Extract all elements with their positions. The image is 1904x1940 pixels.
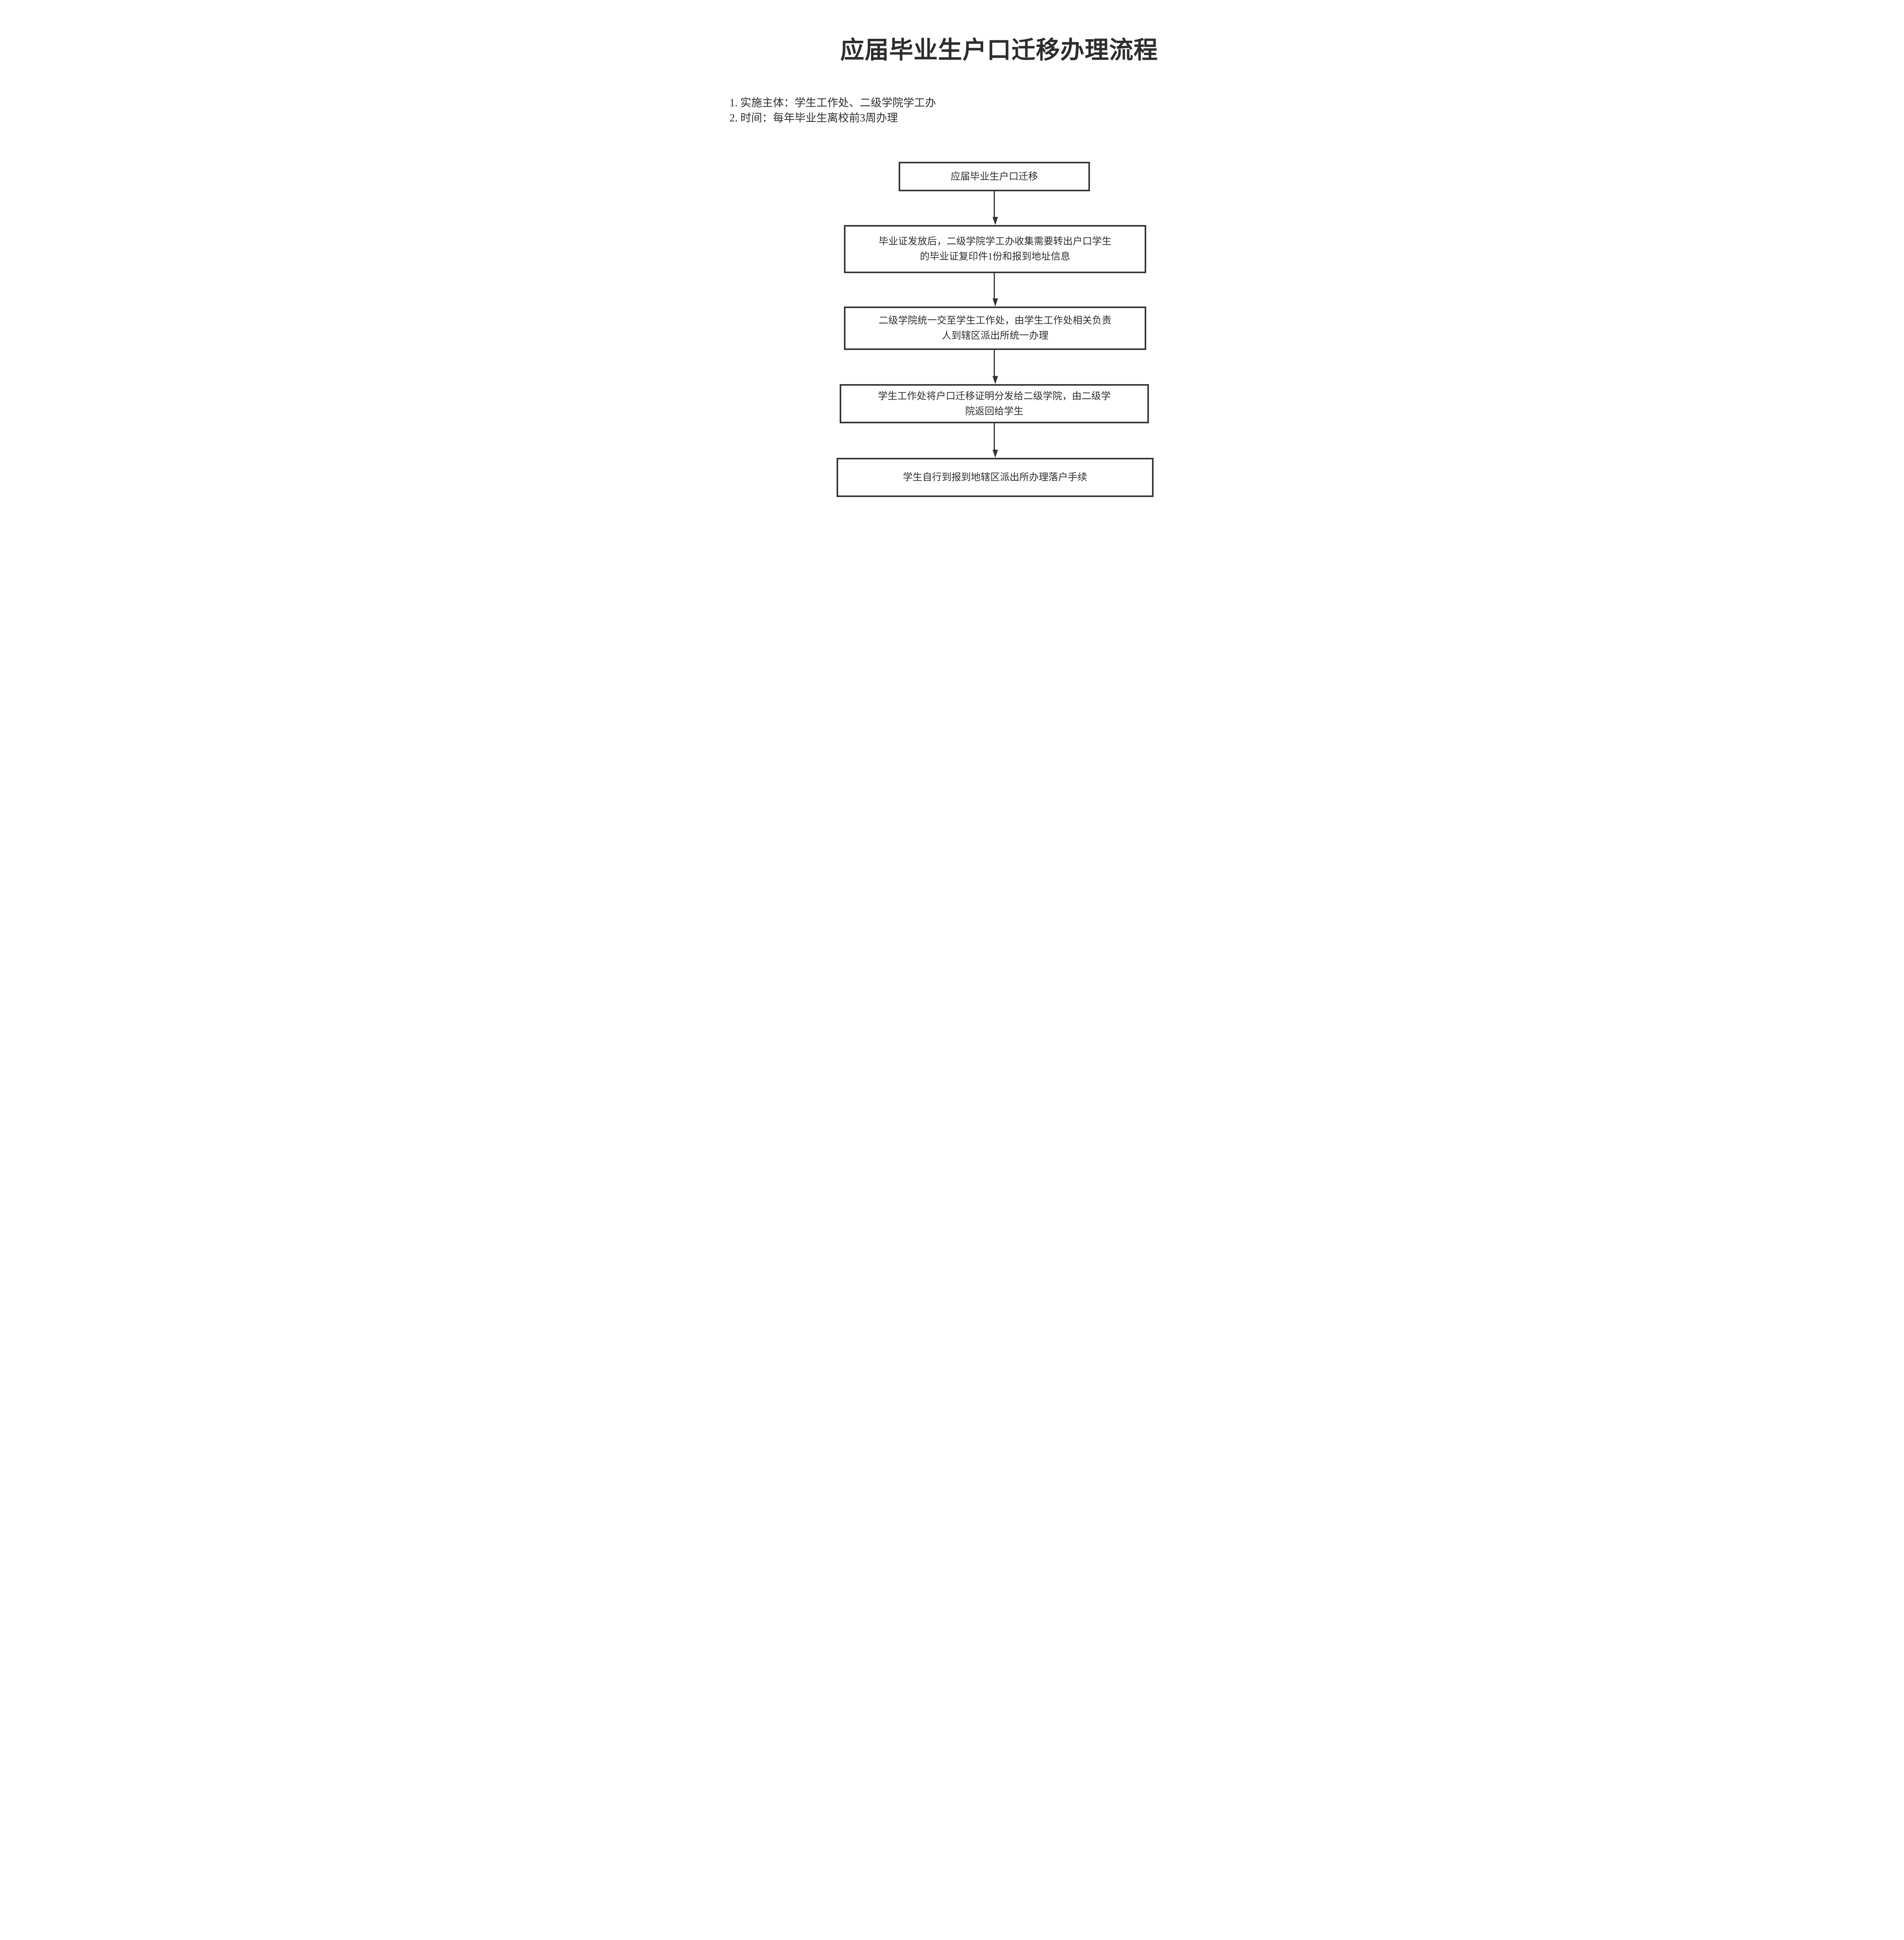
flow-step-submit-to-student-office: 二级学院统一交至学生工作处，由学生工作处相关负责 人到辖区派出所统一办理 bbox=[844, 307, 1146, 350]
flow-step-collect-documents: 毕业证发放后，二级学院学工办收集需要转出户口学生 的毕业证复印件1份和报到地址信… bbox=[844, 225, 1146, 273]
down-arrow-4 bbox=[993, 423, 998, 458]
note-time: 2. 时间：每年毕业生离校前3周办理 bbox=[729, 112, 898, 124]
flow-step-distribute-certificates: 学生工作处将户口迁移证明分发给二级学院，由二级学 院返回给学生 bbox=[840, 384, 1149, 423]
flow-step-start: 应届毕业生户口迁移 bbox=[899, 162, 1090, 191]
flowchart-page: 应届毕业生户口迁移办理流程 1. 实施主体：学生工作处、二级学院学工办 2. 时… bbox=[714, 0, 1190, 519]
down-arrow-1 bbox=[993, 191, 998, 225]
page-title: 应届毕业生户口迁移办理流程 bbox=[840, 37, 1158, 64]
notes: 1. 实施主体：学生工作处、二级学院学工办 2. 时间：每年毕业生离校前3周办理 bbox=[729, 95, 936, 126]
note-implementer: 1. 实施主体：学生工作处、二级学院学工办 bbox=[729, 97, 936, 109]
flow-step-settle-registration: 学生自行到报到地辖区派出所办理落户手续 bbox=[837, 458, 1154, 497]
down-arrow-2 bbox=[993, 273, 998, 307]
down-arrow-3 bbox=[993, 350, 998, 384]
